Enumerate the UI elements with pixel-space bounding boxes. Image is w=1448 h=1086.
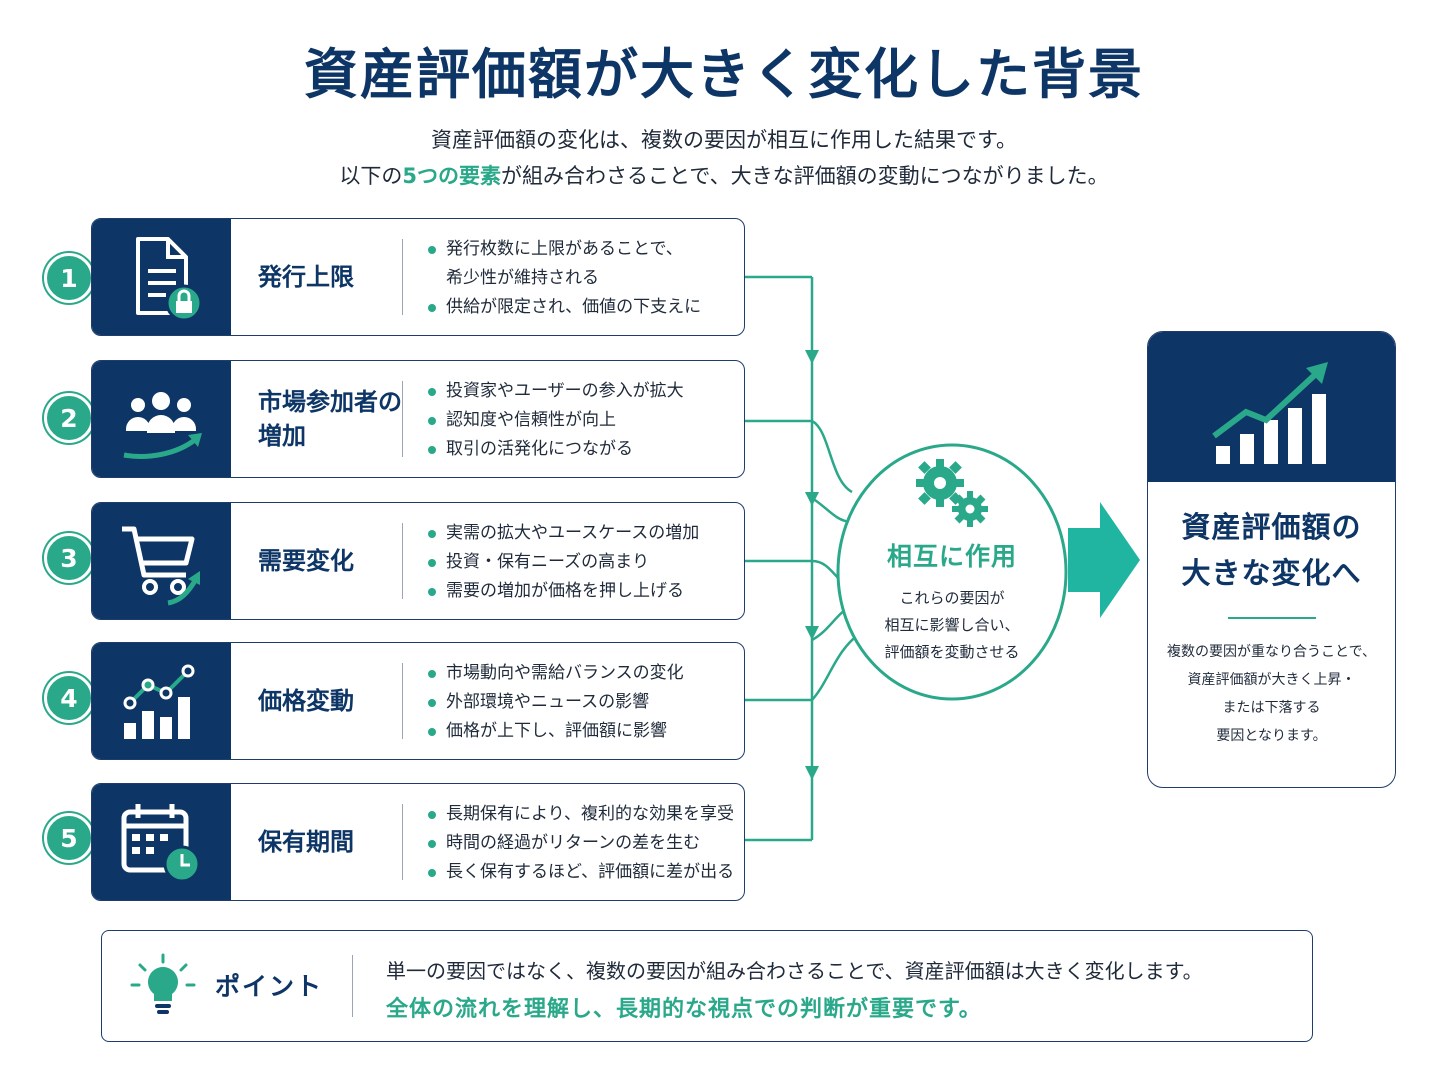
point-text: 単一の要因ではなく、複数の要因が組み合わさることで、資産評価額は大きく変化します… bbox=[386, 959, 1203, 983]
growth-chart-icon bbox=[1212, 362, 1328, 464]
factor-card-2: 市場参加者の増加 投資家やユーザーの参入が拡大 認知度や信頼性が向上 取引の活発… bbox=[91, 360, 745, 478]
subtitle-accent: 5つの要素 bbox=[402, 164, 502, 188]
bullet-item: 市場動向や需給バランスの変化 bbox=[428, 659, 684, 688]
subtitle-line-1: 資産評価額の変化は、複数の要因が相互に作用した結果です。 bbox=[431, 128, 1017, 152]
factor-icon-box bbox=[92, 503, 231, 619]
desc-line: 要因となります。 bbox=[1216, 728, 1327, 744]
result-desc: 複数の要因が重なり合うことで、 資産評価額が大きく上昇・ または下落する 要因と… bbox=[1148, 638, 1395, 750]
bullet-item: 投資家やユーザーの参入が拡大 bbox=[428, 377, 684, 406]
point-box: ポイント 単一の要因ではなく、複数の要因が組み合わさることで、資産評価額は大きく… bbox=[101, 930, 1313, 1042]
point-emphasis: 全体の流れを理解し、長期的な視点での判断が重要です。 bbox=[386, 997, 982, 1022]
factor-number-4: 4 bbox=[44, 673, 94, 723]
factor-bullets: 市場動向や需給バランスの変化 外部環境やニュースの影響 価格が上下し、評価額に影… bbox=[428, 659, 684, 746]
factor-icon-box bbox=[92, 219, 231, 335]
factor-icon-box bbox=[92, 643, 231, 759]
desc-line: 複数の要因が重なり合うことで、 bbox=[1166, 644, 1377, 660]
result-title: 資産評価額の 大きな変化へ bbox=[1148, 504, 1395, 596]
bullet-item: 発行枚数に上限があることで、 bbox=[428, 235, 701, 264]
subtitle-line-2: 以下の5つの要素が組み合わさることで、大きな評価額の変動につながりました。 bbox=[0, 160, 1448, 190]
desc-line: 評価額を変動させる bbox=[884, 643, 1020, 661]
point-label: ポイント bbox=[215, 972, 324, 1001]
calendar-clock-icon bbox=[121, 804, 201, 883]
document-lock-icon bbox=[136, 237, 203, 322]
bullet-item: 需要の増加が価格を押し上げる bbox=[428, 577, 699, 606]
flow-arrow bbox=[1068, 502, 1140, 618]
bar-line-chart-icon bbox=[123, 664, 195, 739]
divider bbox=[402, 663, 403, 739]
factor-bullets: 長期保有により、複利的な効果を享受 時間の経過がリターンの差を生む 長く保有する… bbox=[428, 800, 734, 887]
desc-line: 相互に影響し合い、 bbox=[884, 616, 1020, 634]
factor-bullets: 発行枚数に上限があることで、 希少性が維持される 供給が限定され、価値の下支えに bbox=[428, 235, 701, 322]
factor-icon-box bbox=[92, 361, 231, 477]
factor-name: 需要変化 bbox=[258, 547, 354, 575]
page-title: 資産評価額が大きく変化した背景 bbox=[304, 43, 1144, 106]
factor-name: 保有期間 bbox=[258, 828, 354, 856]
bullet-item: 希少性が維持される bbox=[446, 268, 599, 288]
divider bbox=[402, 523, 403, 599]
divider bbox=[402, 381, 403, 457]
interaction-title: 相互に作用 bbox=[886, 542, 1017, 571]
desc-line: または下落する bbox=[1222, 700, 1321, 716]
factor-icon-box bbox=[92, 784, 231, 900]
bullet-item: 認知度や信頼性が向上 bbox=[428, 406, 684, 435]
factor-name: 発行上限 bbox=[258, 263, 354, 291]
title-line: 資産評価額の bbox=[1181, 510, 1362, 544]
gears-icon bbox=[916, 459, 988, 527]
factor-name: 市場参加者の増加 bbox=[258, 388, 402, 450]
title-line: 大きな変化へ bbox=[1181, 556, 1362, 590]
factor-number-5: 5 bbox=[44, 813, 94, 863]
factor-card-5: 保有期間 長期保有により、複利的な効果を享受 時間の経過がリターンの差を生む 長… bbox=[91, 783, 745, 901]
divider bbox=[402, 239, 403, 315]
factor-name: 価格変動 bbox=[258, 687, 354, 715]
bullet-item: 供給が限定され、価値の下支えに bbox=[428, 293, 701, 322]
factor-number-3: 3 bbox=[44, 533, 94, 583]
bullet-item: 外部環境やニュースの影響 bbox=[428, 688, 684, 717]
interaction-circle: 相互に作用 これらの要因が 相互に影響し合い、 評価額を変動させる bbox=[838, 445, 1066, 699]
subtitle-text: 以下の bbox=[339, 164, 403, 188]
divider bbox=[352, 955, 353, 1017]
factor-card-3: 需要変化 実需の拡大やユースケースの増加 投資・保有ニーズの高まり 需要の増加が… bbox=[91, 502, 745, 620]
factor-number-1: 1 bbox=[44, 253, 94, 303]
people-arrow-icon bbox=[123, 392, 202, 459]
factor-number-2: 2 bbox=[44, 393, 94, 443]
result-divider bbox=[1228, 617, 1316, 619]
factor-bullets: 投資家やユーザーの参入が拡大 認知度や信頼性が向上 取引の活発化につながる bbox=[428, 377, 684, 464]
desc-line: これらの要因が bbox=[899, 589, 1005, 607]
result-card: 資産評価額の 大きな変化へ 複数の要因が重なり合うことで、 資産評価額が大きく上… bbox=[1147, 331, 1396, 788]
bullet-item: 時間の経過がリターンの差を生む bbox=[428, 829, 734, 858]
result-icon-box bbox=[1148, 332, 1395, 482]
factor-bullets: 実需の拡大やユースケースの増加 投資・保有ニーズの高まり 需要の増加が価格を押し… bbox=[428, 519, 699, 606]
bullet-item: 取引の活発化につながる bbox=[428, 435, 684, 464]
factor-card-1: 発行上限 発行枚数に上限があることで、 希少性が維持される 供給が限定され、価値… bbox=[91, 218, 745, 336]
interaction-desc: これらの要因が 相互に影響し合い、 評価額を変動させる bbox=[838, 585, 1066, 666]
subtitle-text: が組み合わさることで、大きな評価額の変動につながりました。 bbox=[501, 164, 1109, 188]
divider bbox=[402, 804, 403, 880]
bullet-item: 実需の拡大やユースケースの増加 bbox=[428, 519, 699, 548]
bullet-item: 投資・保有ニーズの高まり bbox=[428, 548, 699, 577]
desc-line: 資産評価額が大きく上昇・ bbox=[1187, 672, 1356, 688]
bullet-item: 長く保有するほど、評価額に差が出る bbox=[428, 858, 734, 887]
bullet-item: 長期保有により、複利的な効果を享受 bbox=[428, 800, 734, 829]
bullet-item: 価格が上下し、評価額に影響 bbox=[428, 717, 684, 746]
cart-arrow-icon bbox=[122, 526, 200, 606]
lightbulb-icon bbox=[130, 953, 196, 1014]
factor-card-4: 価格変動 市場動向や需給バランスの変化 外部環境やニュースの影響 価格が上下し、… bbox=[91, 642, 745, 760]
